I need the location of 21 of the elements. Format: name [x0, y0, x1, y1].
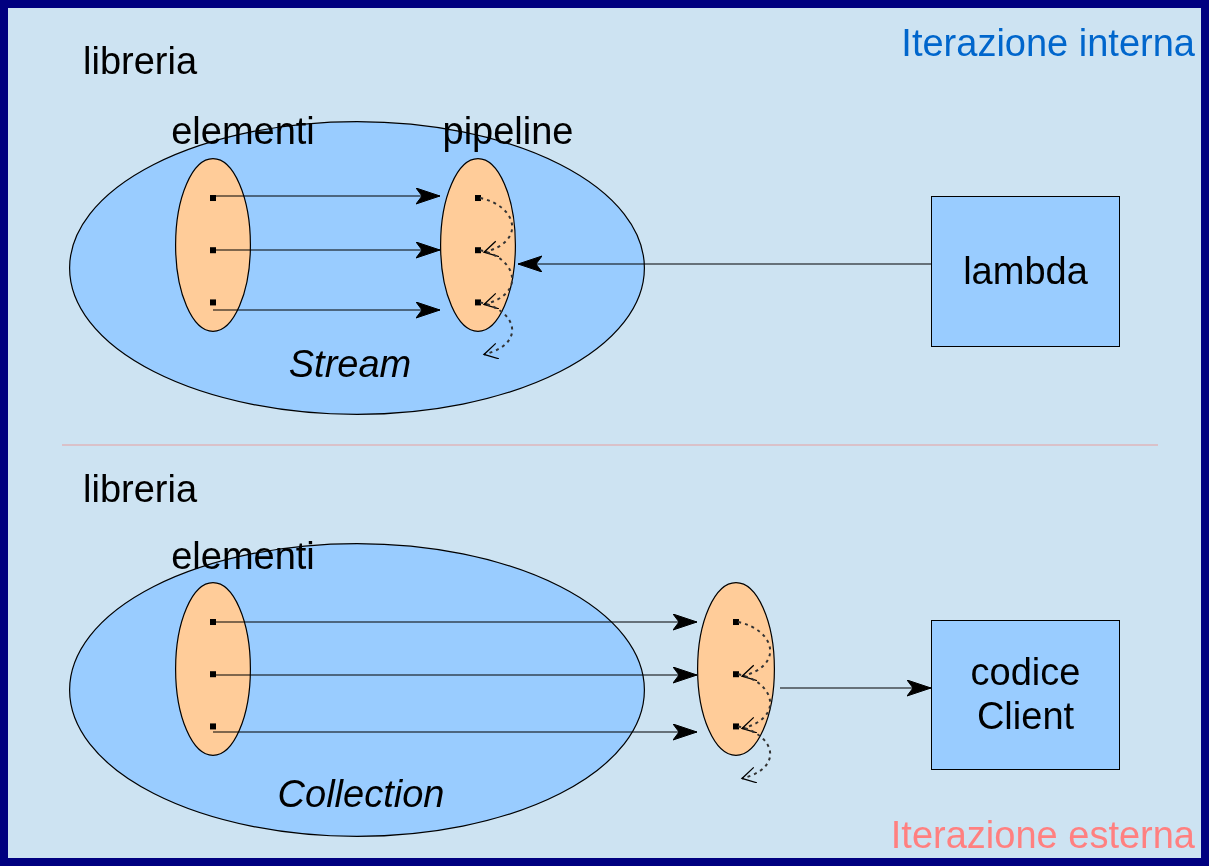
dotted-arrow [479, 301, 513, 359]
arrow [779, 679, 932, 697]
arrow [517, 255, 932, 273]
ellipse-heading: pipeline [441, 110, 575, 154]
process-box [931, 620, 1120, 770]
ellipse-heading: libreria [83, 40, 198, 84]
ellipse-caption: Stream [287, 343, 413, 387]
process-box [931, 196, 1120, 347]
box-label: lambda [962, 249, 1089, 294]
dotted-arrow [479, 249, 513, 309]
arrow [212, 723, 698, 741]
section-title: Iterazione interna [901, 22, 1195, 65]
dotted-arrow [737, 621, 771, 681]
section-title: Iterazione esterna [890, 814, 1195, 857]
ellipse-caption: Collection [276, 773, 446, 817]
dotted-arrow [479, 197, 513, 257]
dotted-arrow [737, 725, 771, 783]
arrow [212, 301, 441, 319]
dotted-arrow [737, 673, 771, 733]
box-label: codice Client [969, 651, 1082, 739]
ellipse-heading: libreria [83, 468, 198, 512]
